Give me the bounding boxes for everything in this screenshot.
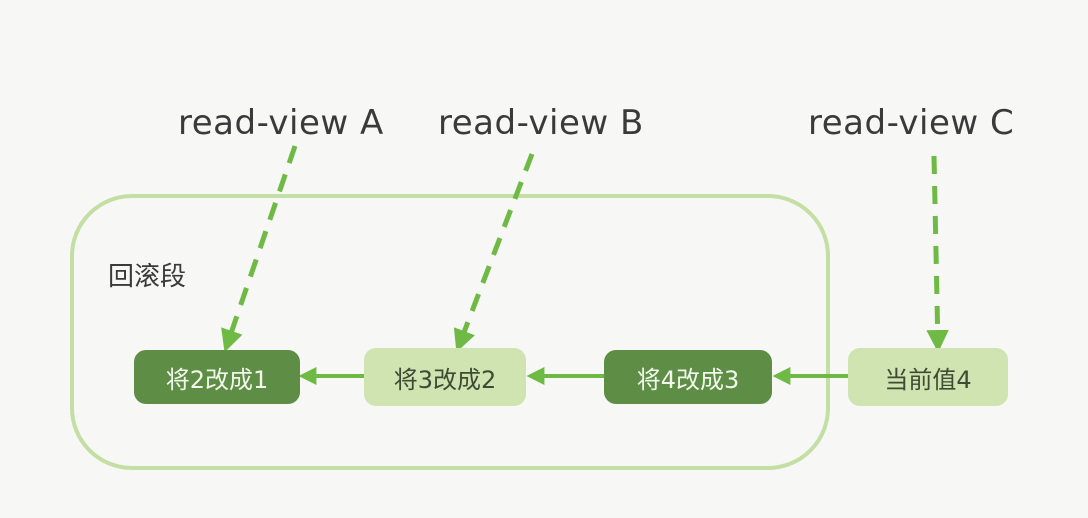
- read-view-a-label: read-view A: [178, 103, 384, 143]
- rollback-segment-label: 回滚段: [108, 262, 187, 292]
- rollback-segment-outline: [70, 194, 830, 470]
- read-view-c-pointer: [926, 155, 949, 353]
- read-view-a-pointer: [221, 145, 298, 353]
- read-view-b-pointer: [453, 153, 535, 353]
- version-node-2: 将3改成2: [364, 348, 526, 406]
- read-view-b-label: read-view B: [438, 103, 644, 143]
- version-node-1: 将2改成1: [134, 350, 300, 404]
- read-view-c-label: read-view C: [808, 103, 1015, 143]
- version-node-current: 当前值4: [848, 348, 1008, 406]
- version-node-3: 将4改成3: [604, 350, 772, 404]
